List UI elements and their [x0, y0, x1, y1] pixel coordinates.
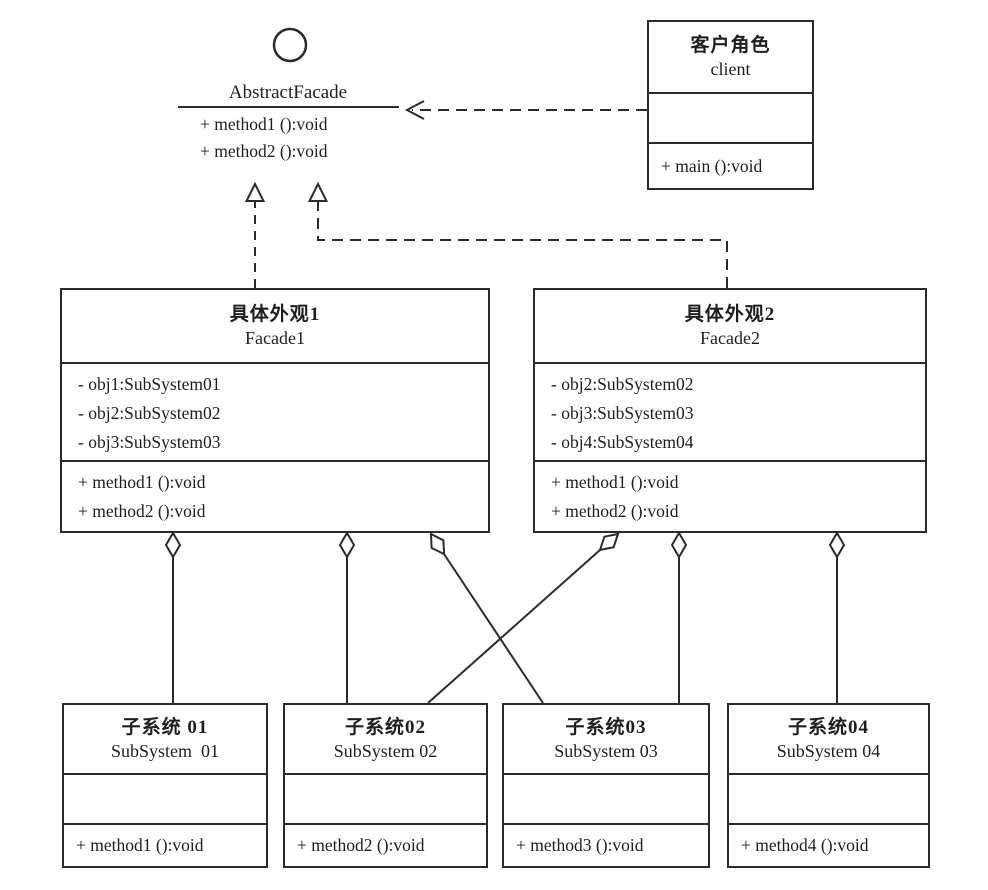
class-attribute: - obj3:SubSystem03 [78, 432, 221, 452]
class-operations: + method2 ():void [285, 823, 486, 866]
class-box-client: 客户角色 client + main ():void [647, 20, 814, 190]
class-method: + method1 ():void [78, 472, 206, 492]
class-operations: + method1 ():void + method2 ():void [62, 460, 488, 531]
class-attributes-empty [729, 773, 928, 823]
class-attribute: - obj4:SubSystem04 [551, 432, 694, 452]
class-box-subsystem01: 子系统 01 SubSystem 01 + method1 ():void [62, 703, 268, 868]
realization-line-facade2 [317, 202, 728, 288]
class-attributes-empty [64, 773, 266, 823]
class-title: 子系统03 SubSystem 03 [504, 705, 708, 773]
class-name-en: Facade2 [700, 327, 760, 348]
class-attributes-empty [504, 773, 708, 823]
triangle-arrowhead-icon [244, 181, 266, 202]
class-name-en: SubSystem 01 [110, 740, 220, 761]
class-operations: + main ():void [649, 142, 812, 188]
class-name-en: client [710, 58, 751, 79]
class-name-zh: 子系统04 [787, 716, 869, 738]
class-box-facade2: 具体外观2 Facade2 - obj2:SubSystem02 - obj3:… [533, 288, 927, 533]
class-attributes: - obj2:SubSystem02 - obj3:SubSystem03 - … [535, 362, 925, 460]
aggregation-line-facade2-subsystem02 [427, 549, 601, 704]
class-method: + method2 ():void [551, 501, 679, 521]
class-name-zh: 具体外观2 [684, 303, 776, 325]
interface-underline [178, 106, 399, 108]
class-name-zh: 具体外观1 [229, 303, 321, 325]
class-title: 具体外观2 Facade2 [535, 290, 925, 362]
interface-name: AbstractFacade [228, 82, 348, 103]
class-attributes-empty [649, 92, 812, 142]
class-attribute: - obj2:SubSystem02 [78, 403, 221, 423]
interface-method: + method1 ():void [200, 114, 328, 134]
class-box-facade1: 具体外观1 Facade1 - obj1:SubSystem01 - obj2:… [60, 288, 490, 533]
class-box-subsystem02: 子系统02 SubSystem 02 + method2 ():void [283, 703, 488, 868]
aggregation-line-facade1-subsystem03 [443, 553, 544, 704]
aggregation-diamond-icon [598, 532, 620, 552]
class-title: 子系统04 SubSystem 04 [729, 705, 928, 773]
class-method: + method1 ():void [76, 835, 204, 855]
interface-method: + method2 ():void [200, 141, 328, 161]
class-method: + method4 ():void [741, 835, 869, 855]
class-method: + method1 ():void [551, 472, 679, 492]
class-title: 客户角色 client [649, 22, 812, 92]
class-name-en: SubSystem 04 [776, 740, 881, 761]
class-title: 子系统 01 SubSystem 01 [64, 705, 266, 773]
class-name-en: SubSystem 02 [333, 740, 438, 761]
class-name-en: Facade1 [245, 327, 305, 348]
class-operations: + method1 ():void + method2 ():void [535, 460, 925, 531]
class-attribute: - obj1:SubSystem01 [78, 374, 221, 394]
interface-lollipop-icon [272, 27, 308, 63]
class-attribute: - obj2:SubSystem02 [551, 374, 694, 394]
class-box-subsystem03: 子系统03 SubSystem 03 + method3 ():void [502, 703, 710, 868]
interface-methods: + method1 ():void + method2 ():void [200, 111, 430, 165]
aggregation-diamond-icon [338, 531, 356, 559]
aggregation-diamond-icon [670, 531, 688, 559]
class-name-zh: 子系统03 [565, 716, 647, 738]
class-method: + method3 ():void [516, 835, 644, 855]
class-name-en: SubSystem 03 [554, 740, 658, 761]
aggregation-diamond-icon [828, 531, 846, 559]
aggregation-diamond-icon [429, 532, 446, 556]
class-method: + method2 ():void [297, 835, 425, 855]
class-title: 子系统02 SubSystem 02 [285, 705, 486, 773]
class-name-zh: 子系统 01 [121, 716, 209, 738]
class-attributes: - obj1:SubSystem01 - obj2:SubSystem02 - … [62, 362, 488, 460]
class-attributes-empty [285, 773, 486, 823]
class-attribute: - obj3:SubSystem03 [551, 403, 694, 423]
aggregation-diamond-icon [164, 531, 182, 559]
class-operations: + method3 ():void [504, 823, 708, 866]
class-method: + main ():void [661, 155, 763, 176]
class-box-subsystem04: 子系统04 SubSystem 04 + method4 ():void [727, 703, 930, 868]
class-operations: + method4 ():void [729, 823, 928, 866]
class-name-zh: 子系统02 [344, 716, 426, 738]
class-name-zh: 客户角色 [690, 34, 771, 56]
class-method: + method2 ():void [78, 501, 206, 521]
class-operations: + method1 ():void [64, 823, 266, 866]
triangle-arrowhead-icon [307, 181, 329, 202]
class-title: 具体外观1 Facade1 [62, 290, 488, 362]
